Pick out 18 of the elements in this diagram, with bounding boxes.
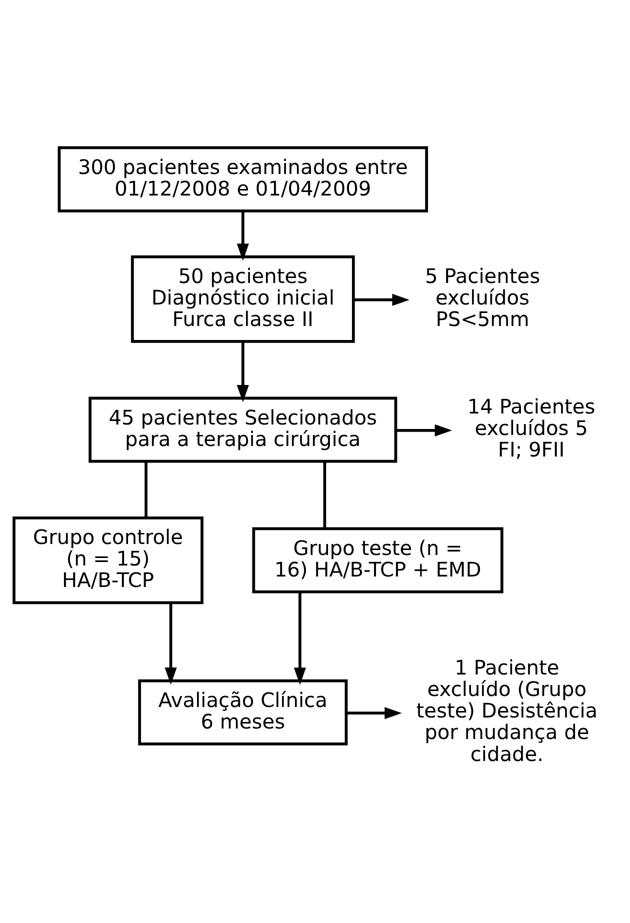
connector bbox=[144, 460, 148, 518]
node-text: 5 Pacientes excluídos PS<5mm bbox=[425, 263, 540, 330]
arrow bbox=[294, 592, 306, 684]
arrow bbox=[164, 602, 177, 684]
connector bbox=[323, 460, 326, 528]
node-box: 300 pacientes examinados entre 01/12/2008 e 01/04/2009 bbox=[58, 146, 428, 212]
node-box: Grupo controle (n = 15) HA/B-TCP bbox=[12, 516, 204, 604]
node-text: 14 Pacientes excluídos 5 FI; 9FII bbox=[467, 394, 596, 462]
arrow bbox=[236, 341, 249, 402]
node-box: Grupo teste (n = 16) HA/B-TCP + EMD bbox=[252, 526, 504, 593]
node-box: Avaliação Clínica 6 meses bbox=[138, 678, 348, 745]
arrow bbox=[396, 424, 452, 436]
arrow bbox=[236, 210, 249, 260]
node-box: 45 pacientes Selecionados para a terapia cirúrgica bbox=[88, 396, 398, 462]
node-box: 50 pacientes Diagnóstico inicial Furca classe II bbox=[130, 254, 355, 342]
arrow bbox=[354, 293, 410, 306]
arrow bbox=[346, 706, 402, 719]
node-text: 1 Paciente excluído (Grupo teste) Desistência por mudança de cidade. bbox=[416, 655, 598, 766]
